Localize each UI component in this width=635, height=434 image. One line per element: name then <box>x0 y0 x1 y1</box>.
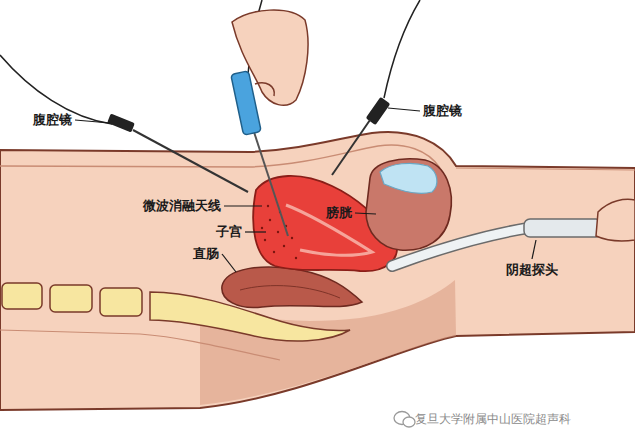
leader-line <box>75 120 110 123</box>
abdominal-wall <box>0 145 440 168</box>
sacral-line <box>0 330 280 360</box>
thigh-line <box>456 168 635 170</box>
leader-line <box>224 205 262 206</box>
leader-line <box>222 254 236 272</box>
part-label: 膀胱 <box>326 205 352 221</box>
ablation-dots <box>261 205 297 259</box>
leader-line <box>388 108 420 111</box>
part-label: 微波消融天线 <box>143 198 221 214</box>
part-label: 子宫 <box>216 224 242 240</box>
antenna-needle <box>254 132 288 236</box>
leader-line <box>355 213 376 214</box>
part-label: 直肠 <box>193 246 219 262</box>
scope-cable <box>384 0 420 98</box>
rectum-lumen <box>240 286 340 298</box>
bladder-fluid <box>380 163 437 193</box>
part-label: 阴超探头 <box>506 262 558 278</box>
rectum <box>222 267 362 308</box>
antenna-handle <box>231 71 261 135</box>
scope-shaft <box>332 120 370 175</box>
finger <box>255 83 274 96</box>
part-label: 腹腔镜 <box>423 103 462 119</box>
bladder <box>366 159 451 250</box>
body-section <box>0 132 635 410</box>
leader-line <box>532 240 536 259</box>
watermark: 复旦大学附属中山医院超声科 <box>415 411 571 427</box>
scope-shaft <box>133 130 248 192</box>
part-label: 腹腔镜 <box>33 112 72 128</box>
leader-line <box>245 231 266 232</box>
probe-handle <box>524 219 602 237</box>
hand-right <box>596 199 635 240</box>
uterine-cavity <box>286 205 372 255</box>
scope-handle <box>107 113 135 132</box>
wechat-icon <box>394 412 415 428</box>
vaginal-probe <box>392 228 528 266</box>
